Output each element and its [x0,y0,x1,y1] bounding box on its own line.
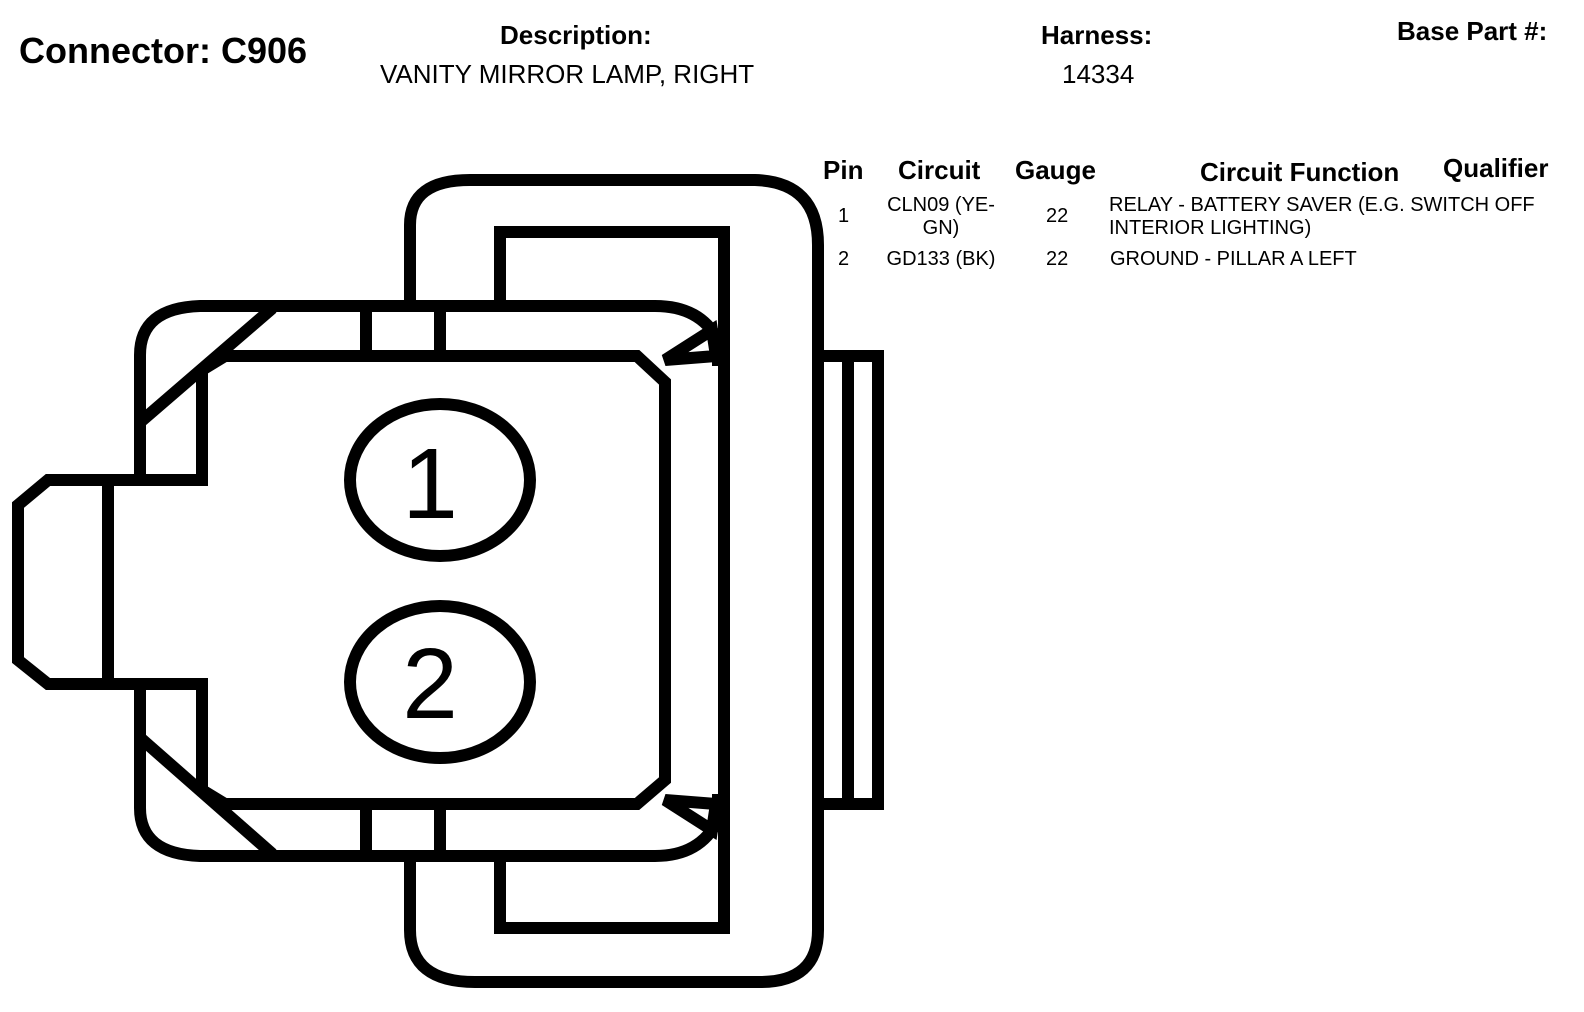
row-pin: 1 [838,205,850,227]
connector-face-diagram: 1 2 [12,174,884,988]
row-circuit: GD133 (BK) [886,248,996,270]
column-header-function: Circuit Function [1200,157,1400,187]
row-circuit: CLN09 (YE- GN) [881,194,1001,240]
harness-value: 14334 [1062,59,1135,89]
row-gauge: 22 [1046,248,1069,270]
column-header-gauge: Gauge [1015,155,1096,185]
left-key [12,474,208,690]
pin-label-1: 1 [402,428,458,540]
row-gauge: 22 [1046,205,1069,227]
latch-arrow-top [661,319,723,366]
column-header-circuit: Circuit [898,155,981,185]
base-part-label: Base Part #: [1397,16,1548,46]
column-header-qualifier: Qualifier [1443,153,1549,183]
middle-housing [134,300,724,862]
pin-cavity-1 [344,398,536,562]
connector-title: Connector: C906 [19,30,308,71]
bottom-latch-window [494,854,730,934]
top-latch-window [494,226,730,306]
row-function: RELAY - BATTERY SAVER (E.G. SWITCH OFF I… [1109,194,1535,240]
description-value: VANITY MIRROR LAMP, RIGHT [380,59,755,89]
description-label: Description: [500,20,652,50]
row-function-line2: INTERIOR LIGHTING) [1109,217,1312,239]
row-circuit-line2: GN) [922,217,960,239]
harness-label: Harness: [1041,20,1153,50]
pin-cavity-2 [344,600,536,764]
column-header-pin: Pin [823,155,864,185]
outer-shell [404,174,824,988]
latch-arrow-bottom [661,794,723,841]
row-function-line1: RELAY - BATTERY SAVER (E.G. SWITCH OFF [1109,194,1535,216]
inner-face [196,350,671,810]
row-pin: 2 [838,248,850,270]
pin-label-2: 2 [402,628,458,740]
row-function: GROUND - PILLAR A LEFT [1110,248,1357,270]
row-circuit-line1: CLN09 (YE- [887,194,995,216]
